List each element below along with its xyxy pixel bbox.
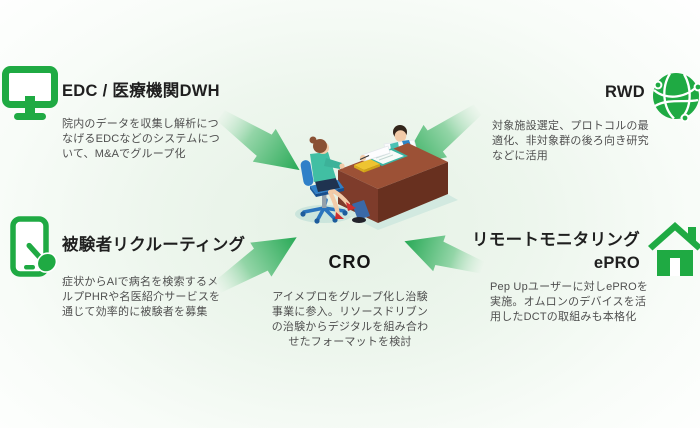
doctor-patient-illustration	[276, 124, 458, 230]
rwd-title: RWD	[604, 83, 645, 101]
recruiting-description: 症状からAIで病名を検索するメ ルプPHRや名医紹介サービスを 通じて効率的に被…	[62, 276, 221, 318]
house-icon	[648, 220, 700, 276]
globe-network-icon	[650, 70, 700, 122]
cro-description: アイメプロをグループ化し治験 事業に参入。リソースドリブン の治験からデジタルを…	[271, 291, 429, 348]
arrow-top-left-icon	[210, 99, 312, 187]
remote-description: Pep Upユーザーに対しePROを 実施。オムロンのデバイスを活 用したDCT…	[490, 281, 649, 323]
cro-title: CRO	[328, 252, 372, 272]
rwd-description: 対象施設選定、プロトコルの最 適化、非対象群の後ろ向き研究 などに活用	[492, 120, 649, 162]
smartphone-tap-icon	[4, 216, 60, 282]
monitor-icon	[2, 66, 58, 124]
remote-title: リモートモニタリング ePRO	[472, 231, 640, 272]
recruiting-title: 被験者リクルーティング	[62, 236, 246, 254]
edc-description: 院内のデータを収集し解析につ なげるEDCなどのシステムにつ いて、M&Aでグル…	[62, 118, 220, 160]
arrow-bottom-left-icon	[206, 220, 307, 304]
arrow-bottom-right-icon	[398, 223, 488, 286]
edc-title: EDC / 医療機関DWH	[62, 82, 220, 100]
